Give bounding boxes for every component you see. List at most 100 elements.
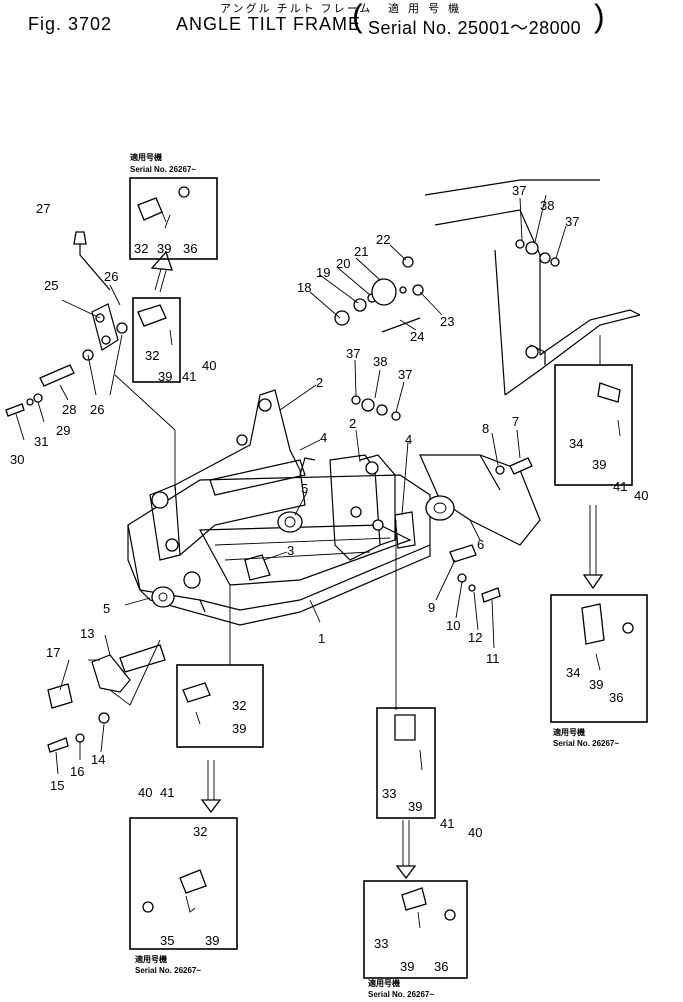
callout-39: 39 <box>589 677 603 692</box>
callout-39: 39 <box>157 241 171 256</box>
callout-38: 38 <box>540 198 554 213</box>
note-serial: Serial No. 26267~ <box>135 966 201 975</box>
callout-41: 41 <box>440 816 454 831</box>
callout-22: 22 <box>376 232 390 247</box>
inset-box-center-right <box>376 707 436 819</box>
callout-10: 10 <box>446 618 460 633</box>
callout-33: 33 <box>374 936 388 951</box>
callout-5: 5 <box>301 481 308 496</box>
right-parenthesis: ) <box>594 0 605 34</box>
callout-41: 41 <box>160 785 174 800</box>
callout-23: 23 <box>440 314 454 329</box>
callout-2: 2 <box>316 375 323 390</box>
callout-36: 36 <box>183 241 197 256</box>
callout-8: 8 <box>482 421 489 436</box>
callout-39: 39 <box>232 721 246 736</box>
callout-40: 40 <box>138 785 152 800</box>
inset-box-right-top <box>554 364 633 486</box>
callout-40: 40 <box>634 488 648 503</box>
callout-41: 41 <box>182 369 196 384</box>
callout-21: 21 <box>354 244 368 259</box>
diagram-title: ANGLE TILT FRAME <box>176 14 362 34</box>
callout-13: 13 <box>80 626 94 641</box>
callout-39: 39 <box>408 799 422 814</box>
inset-box-bottom-left: 適用号機 Serial No. 26267~ <box>129 817 238 975</box>
callout-32: 32 <box>232 698 246 713</box>
callout-39: 39 <box>158 369 172 384</box>
leader-lines <box>15 194 601 775</box>
callout-39: 39 <box>592 457 606 472</box>
callout-27: 27 <box>36 201 50 216</box>
inset-box-left-mid <box>132 297 181 383</box>
callout-29: 29 <box>56 423 70 438</box>
frame-assembly <box>127 389 431 626</box>
callout-34: 34 <box>569 436 583 451</box>
note-jp: 適用号機 <box>135 954 167 964</box>
callout-35: 35 <box>160 933 174 948</box>
small-parts <box>5 231 560 753</box>
callout-6: 6 <box>477 537 484 552</box>
callout-40: 40 <box>468 825 482 840</box>
note-serial: Serial No. 26267~ <box>368 990 434 999</box>
left-parenthesis: ( <box>352 0 363 34</box>
applicable-serial-japanese: 適 用 号 機 <box>388 3 463 15</box>
note-jp: 適用号機 <box>368 978 400 988</box>
callout-9: 9 <box>428 600 435 615</box>
callout-16: 16 <box>70 764 84 779</box>
callout-numbers: 1 2 2 3 4 4 5 5 6 7 8 9 10 11 12 13 14 1… <box>10 183 648 974</box>
callout-20: 20 <box>336 256 350 271</box>
inset-box-center <box>176 664 264 748</box>
callout-32: 32 <box>193 824 207 839</box>
reference-arrows <box>150 250 604 880</box>
callout-19: 19 <box>316 265 330 280</box>
inset-box-top-left: 適用号機 Serial No. 26267~ <box>129 152 218 260</box>
callout-2: 2 <box>349 416 356 431</box>
callout-1: 1 <box>318 631 325 646</box>
callout-37: 37 <box>512 183 526 198</box>
inset-box-right-bottom: 適用号機 Serial No. 26267~ <box>550 594 648 748</box>
callout-30: 30 <box>10 452 24 467</box>
callout-34: 34 <box>566 665 580 680</box>
callout-25: 25 <box>44 278 58 293</box>
callout-39: 39 <box>400 959 414 974</box>
callout-36: 36 <box>434 959 448 974</box>
callout-11: 11 <box>486 651 500 666</box>
callout-15: 15 <box>50 778 64 793</box>
callout-18: 18 <box>297 280 311 295</box>
callout-7: 7 <box>512 414 519 429</box>
callout-37: 37 <box>346 346 360 361</box>
figure-number: Fig. 3702 <box>28 14 113 34</box>
callout-4: 4 <box>320 430 327 445</box>
callout-32: 32 <box>134 241 148 256</box>
callout-36: 36 <box>609 690 623 705</box>
inset-box-bottom-center: 適用号機 Serial No. 26267~ <box>363 880 468 999</box>
callout-38: 38 <box>373 354 387 369</box>
callout-4: 4 <box>405 432 412 447</box>
note-serial: Serial No. 26267~ <box>553 739 619 748</box>
callout-3: 3 <box>287 543 294 558</box>
callout-33: 33 <box>382 786 396 801</box>
serial-range: Serial No. 25001～28000 <box>368 18 582 38</box>
note-jp: 適用号機 <box>130 152 162 162</box>
title-japanese: アングル チルト フレーム <box>220 3 373 15</box>
callout-39: 39 <box>205 933 219 948</box>
callout-37: 37 <box>565 214 579 229</box>
callout-37: 37 <box>398 367 412 382</box>
callout-32: 32 <box>145 348 159 363</box>
callout-12: 12 <box>468 630 482 645</box>
note-serial: Serial No. 26267~ <box>130 165 196 174</box>
callout-31: 31 <box>34 434 48 449</box>
callout-14: 14 <box>91 752 105 767</box>
callout-26: 26 <box>104 269 118 284</box>
blade-arm <box>419 179 641 546</box>
note-jp: 適用号機 <box>553 727 585 737</box>
callout-24: 24 <box>410 329 424 344</box>
callout-40: 40 <box>202 358 216 373</box>
callout-26: 26 <box>90 402 104 417</box>
callout-5: 5 <box>103 601 110 616</box>
callout-41: 41 <box>613 479 627 494</box>
callout-28: 28 <box>62 402 76 417</box>
callout-17: 17 <box>46 645 60 660</box>
